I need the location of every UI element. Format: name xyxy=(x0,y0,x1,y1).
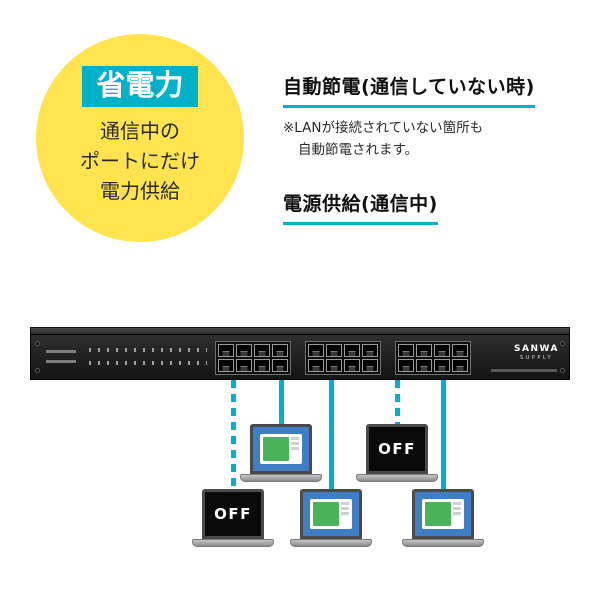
rj45-port xyxy=(416,359,432,372)
rj45-port xyxy=(308,359,324,372)
laptop-display-on xyxy=(253,427,309,471)
note-line: 自動節電されます。 xyxy=(298,142,419,159)
feature-power-supply: 電源供給(通信中) xyxy=(283,189,583,225)
laptop-base xyxy=(240,474,322,482)
cable-power-off xyxy=(231,380,236,492)
rj45-port xyxy=(236,359,252,372)
app-window-graphic xyxy=(422,499,464,529)
window-sidebar xyxy=(291,437,299,461)
laptop-display-on xyxy=(415,492,471,536)
rj45-port xyxy=(218,344,234,357)
rj45-port xyxy=(416,344,432,357)
rj45-port xyxy=(272,344,288,357)
laptop-base xyxy=(402,539,484,547)
screw-icon xyxy=(35,368,40,373)
screw-icon xyxy=(560,368,565,373)
rj45-port-group xyxy=(305,341,381,375)
screw-icon xyxy=(560,341,565,346)
led-row xyxy=(89,348,207,352)
rj45-port xyxy=(434,344,450,357)
badge-desc-line: 電力供給 xyxy=(100,179,180,204)
auto-saving-note: ※LANが接続されていない箇所も 自動節電されます。 xyxy=(283,117,583,162)
rj45-port xyxy=(236,344,252,357)
network-switch: SANWA SUPPLY xyxy=(30,327,570,380)
switch-front-panel: SANWA SUPPLY xyxy=(30,334,570,380)
laptop-base xyxy=(356,474,438,482)
laptop-display-off: OFF xyxy=(369,427,425,471)
rj45-port xyxy=(452,344,468,357)
rj45-port xyxy=(344,359,360,372)
laptop-on xyxy=(402,489,484,547)
power-saving-badge: 省電力 通信中の ポートにだけ 電力供給 xyxy=(36,34,244,242)
app-window-graphic xyxy=(310,499,352,529)
rj45-port xyxy=(398,344,414,357)
brand-logo-top: SANWA xyxy=(514,344,559,354)
panel-markings xyxy=(46,350,76,370)
window-content xyxy=(425,502,451,526)
rj45-port xyxy=(272,359,288,372)
badge-title-label: 省電力 xyxy=(96,68,184,102)
rj45-port xyxy=(326,359,342,372)
app-window-graphic xyxy=(260,434,302,464)
screw-icon xyxy=(35,341,40,346)
panel-marking-line xyxy=(46,360,76,363)
rj45-port xyxy=(434,359,450,372)
laptop-base xyxy=(192,539,274,547)
rj45-port xyxy=(254,359,270,372)
window-content xyxy=(263,437,289,461)
badge-description: 通信中の ポートにだけ 電力供給 xyxy=(80,116,200,206)
laptop-screen: OFF xyxy=(202,489,264,539)
laptop-screen: OFF xyxy=(366,424,428,474)
auto-saving-heading: 自動節電(通信していない時) xyxy=(283,72,535,108)
badge-title: 省電力 xyxy=(82,66,198,108)
rj45-port xyxy=(326,344,342,357)
window-sidebar xyxy=(341,502,349,526)
rj45-port xyxy=(362,344,378,357)
feature-auto-saving: 自動節電(通信していない時) ※LANが接続されていない箇所も 自動節電されます… xyxy=(283,72,583,162)
panel-marking-line xyxy=(46,350,76,353)
rj45-port-groups xyxy=(215,341,471,375)
badge-desc-line: 通信中の xyxy=(100,119,180,144)
laptop-off: OFF xyxy=(192,489,274,547)
model-text-placeholder xyxy=(491,369,557,372)
rj45-port xyxy=(452,359,468,372)
cable-power-on xyxy=(329,380,334,492)
feature-list: 自動節電(通信していない時) ※LANが接続されていない箇所も 自動節電されます… xyxy=(283,72,583,225)
brand-logo-bottom: SUPPLY xyxy=(519,355,554,362)
rj45-port xyxy=(362,359,378,372)
laptop-screen xyxy=(412,489,474,539)
laptop-base xyxy=(290,539,372,547)
rj45-port xyxy=(398,359,414,372)
laptop-on xyxy=(290,489,372,547)
switch-top-face xyxy=(30,327,570,334)
led-row xyxy=(89,361,207,365)
laptop-on xyxy=(240,424,322,482)
rj45-port xyxy=(218,359,234,372)
rj45-port-group xyxy=(215,341,291,375)
cable-power-off xyxy=(395,380,400,427)
laptop-display-on xyxy=(303,492,359,536)
window-content xyxy=(313,502,339,526)
rj45-port-group xyxy=(395,341,471,375)
laptop-screen xyxy=(300,489,362,539)
power-supply-heading: 電源供給(通信中) xyxy=(283,189,438,225)
brand-logo: SANWA SUPPLY xyxy=(514,344,559,362)
laptop-screen xyxy=(250,424,312,474)
rj45-port xyxy=(344,344,360,357)
cable-power-on xyxy=(279,380,284,427)
laptop-off: OFF xyxy=(356,424,438,482)
cable-power-on xyxy=(441,380,446,492)
laptop-display-off: OFF xyxy=(205,492,261,536)
window-sidebar xyxy=(453,502,461,526)
led-indicator-rows xyxy=(89,348,207,374)
rj45-port xyxy=(254,344,270,357)
rj45-port xyxy=(308,344,324,357)
badge-desc-line: ポートにだけ xyxy=(80,149,200,174)
note-line: ※LANが接続されていない箇所も xyxy=(283,120,484,136)
